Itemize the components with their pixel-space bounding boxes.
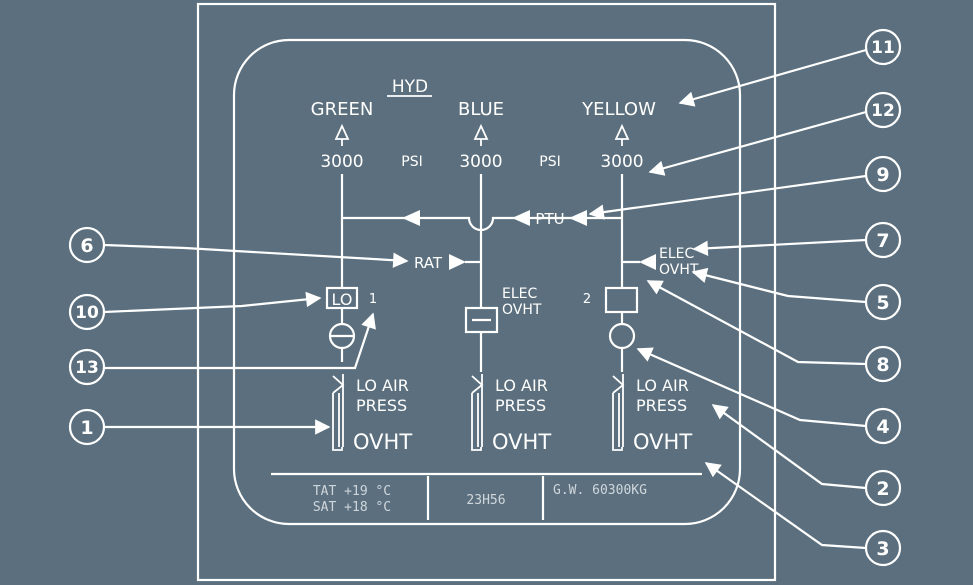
yellow-elec-arrow-icon	[639, 254, 656, 270]
blue-ovht: OVHT	[492, 430, 551, 454]
reservoir-icons	[332, 374, 625, 451]
callout-6: 6	[68, 226, 106, 264]
psi-label-2: PSI	[539, 154, 560, 170]
callout-9: 9	[864, 155, 902, 193]
engine-2-number: 2	[583, 292, 591, 307]
callout-3: 3	[864, 529, 902, 567]
system-name-green: GREEN	[311, 99, 374, 120]
callout-4: 4	[864, 407, 902, 445]
yellow-lo-air: LO AIR	[636, 376, 689, 395]
pressure-triangles	[334, 123, 630, 146]
reservoir-labels: LO AIR PRESS OVHT LO AIR PRESS OVHT LO A…	[353, 376, 692, 454]
yellow-ovht: OVHT	[633, 430, 692, 454]
svg-text:1: 1	[80, 417, 93, 439]
svg-text:3: 3	[876, 538, 889, 560]
svg-text:2: 2	[876, 478, 889, 500]
svg-text:10: 10	[75, 303, 99, 323]
callout-2: 2	[864, 469, 902, 507]
ptu-arrow-left-icon	[402, 210, 420, 226]
callout-7: 7	[864, 221, 902, 259]
svg-text:6: 6	[80, 235, 93, 257]
svg-text:13: 13	[75, 358, 99, 378]
blue-press: PRESS	[495, 396, 546, 415]
green-lo-air: LO AIR	[356, 376, 409, 395]
svg-text:9: 9	[876, 164, 889, 186]
ptu-arrow-mid-icon	[512, 210, 530, 226]
yellow-press: PRESS	[636, 396, 687, 415]
callout-11: 11	[864, 28, 902, 66]
system-lines	[340, 174, 640, 372]
gw-readout: G.W. 60300KG	[553, 483, 647, 498]
yellow-valve-open-icon	[608, 322, 636, 350]
green-ovht: OVHT	[353, 430, 412, 454]
psi-label-1: PSI	[401, 154, 422, 170]
footer: TAT +19 °C SAT +18 °C 23H56 G.W. 60300KG	[271, 472, 702, 520]
svg-text:8: 8	[876, 354, 889, 376]
system-name-blue: BLUE	[458, 99, 504, 120]
yellow-elec-label: ELEC	[659, 246, 694, 262]
callout-8: 8	[864, 345, 902, 383]
green-pressure: 3000	[320, 152, 363, 172]
svg-text:5: 5	[876, 292, 889, 314]
green-pump-label: LO	[332, 290, 353, 309]
system-name-yellow: YELLOW	[581, 99, 656, 120]
blue-lo-air: LO AIR	[495, 376, 548, 395]
green-press: PRESS	[356, 396, 407, 415]
rat-label: RAT	[414, 254, 443, 272]
green-pump-box	[325, 286, 359, 310]
ptu-arrow-right-icon	[569, 210, 587, 226]
callout-10: 10	[68, 293, 106, 331]
ptu-label: PTU	[535, 210, 564, 228]
yellow-pressure: 3000	[600, 152, 643, 172]
callout-5: 5	[864, 283, 902, 321]
yellow-pump-box	[604, 286, 639, 314]
blue-elec-label: ELEC	[502, 286, 537, 302]
callout-13: 13	[68, 348, 106, 386]
callout-1: 1	[68, 408, 106, 446]
blue-ovht-label: OVHT	[502, 302, 542, 318]
callout-12: 12	[864, 91, 902, 129]
svg-text:12: 12	[871, 101, 895, 121]
tat-readout: TAT +19 °C	[313, 484, 391, 499]
yellow-ovht-label: OVHT	[659, 262, 699, 278]
engine-1-number: 1	[369, 292, 377, 307]
svg-text:7: 7	[876, 230, 889, 252]
blue-elec-pump-box	[464, 306, 499, 334]
sat-readout: SAT +18 °C	[313, 500, 391, 515]
rat-arrow-icon	[449, 254, 466, 270]
screen-bezel	[232, 38, 742, 526]
svg-text:11: 11	[871, 38, 895, 58]
svg-text:4: 4	[876, 416, 889, 438]
page-title: HYD	[392, 77, 428, 97]
blue-pressure: 3000	[459, 152, 502, 172]
time-readout: 23H56	[466, 493, 505, 508]
callout-leaders	[103, 48, 867, 550]
